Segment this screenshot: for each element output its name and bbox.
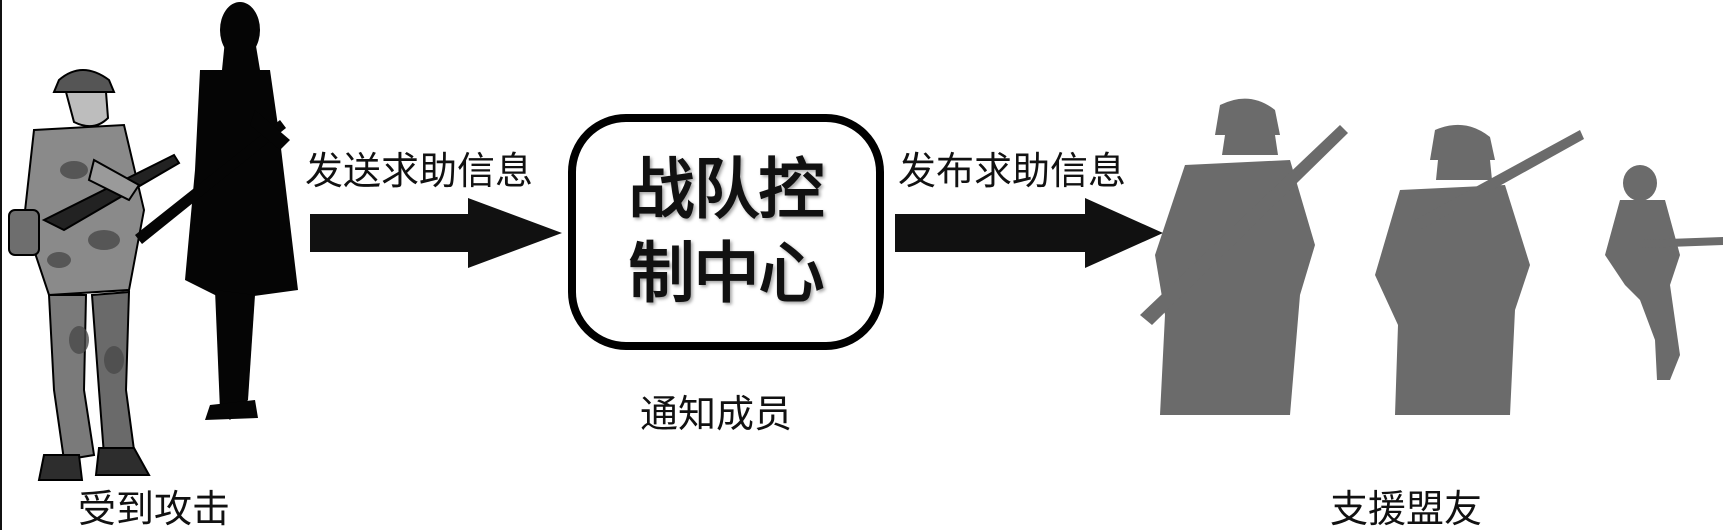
camo-soldier-figure bbox=[8, 69, 181, 481]
control-center-box: 战队控制中心 bbox=[568, 114, 884, 350]
ally-soldier-3-figure bbox=[1605, 165, 1723, 380]
arrow-publish bbox=[895, 198, 1163, 268]
ally-soldier-2-figure bbox=[1375, 124, 1584, 415]
arrow-send bbox=[310, 198, 562, 268]
support-caption: 支援盟友 bbox=[1330, 487, 1483, 531]
frame-left-edge bbox=[0, 0, 2, 530]
arrow-publish-label: 发布求助信息 bbox=[898, 149, 1127, 193]
control-center-title: 战队控制中心 bbox=[628, 151, 825, 312]
officer-silhouette-figure bbox=[135, 2, 298, 420]
control-center-caption: 通知成员 bbox=[640, 392, 793, 436]
attacked-caption: 受到攻击 bbox=[78, 487, 231, 531]
ally-soldier-1-figure bbox=[1140, 98, 1348, 415]
arrow-send-label: 发送求助信息 bbox=[305, 149, 534, 193]
